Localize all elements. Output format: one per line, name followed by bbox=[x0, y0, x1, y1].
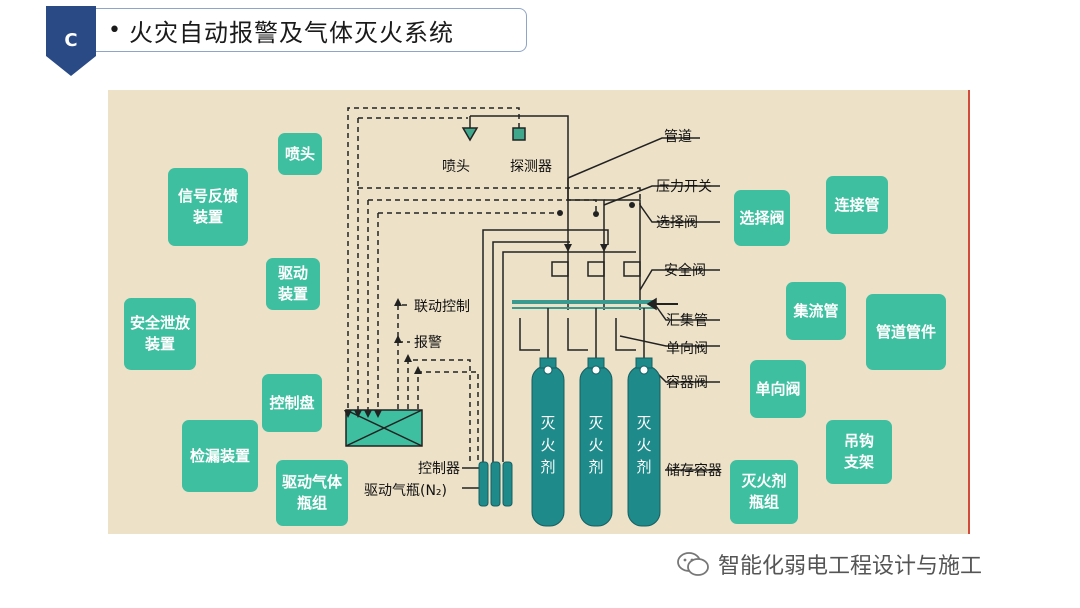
box-control-panel: 控制盘 bbox=[262, 374, 322, 432]
svg-text:C: C bbox=[64, 30, 77, 51]
box-agent-cylinder-group: 灭火剂瓶组 bbox=[730, 460, 798, 524]
label-controller: 控制器 bbox=[418, 461, 460, 477]
label-drive-cylinder: 驱动气瓶(N₂) bbox=[364, 483, 448, 499]
label-alarm: 报警 bbox=[414, 335, 442, 351]
label-selector-valve: 选择阀 bbox=[656, 215, 698, 231]
box-check-valve: 单向阀 bbox=[750, 360, 806, 418]
section-badge: C bbox=[46, 6, 96, 76]
box-drive-device: 驱动装置 bbox=[266, 258, 320, 310]
selector-valve-icon bbox=[551, 261, 569, 277]
cylinder-label-1: 灭火剂 bbox=[540, 414, 556, 476]
box-connecting-pipe: 连接管 bbox=[826, 176, 888, 234]
cylinder-label-2: 灭火剂 bbox=[588, 414, 604, 476]
label-storage-container: 储存容器 bbox=[666, 463, 722, 479]
panel-edge bbox=[968, 90, 970, 534]
label-container-valve: 容器阀 bbox=[666, 375, 708, 391]
label-linkage-control: 联动控制 bbox=[414, 299, 470, 315]
watermark: 智能化弱电工程设计与施工 bbox=[676, 548, 982, 580]
title-bullet: • bbox=[108, 17, 121, 43]
page-title: 火灾自动报警及气体灭火系统 bbox=[128, 18, 454, 47]
box-safety-relief: 安全泄放装置 bbox=[124, 298, 196, 370]
title-box: • 火灾自动报警及气体灭火系统 bbox=[96, 8, 527, 52]
nozzle-icon bbox=[461, 127, 479, 142]
watermark-text: 智能化弱电工程设计与施工 bbox=[718, 554, 983, 579]
label-pressure-switch: 压力开关 bbox=[656, 179, 712, 195]
label-nozzle: 喷头 bbox=[442, 159, 470, 175]
box-pipe-fittings: 管道管件 bbox=[866, 294, 946, 370]
box-drive-gas-group: 驱动气体瓶组 bbox=[276, 460, 348, 526]
box-selector-valve: 选择阀 bbox=[734, 190, 790, 246]
box-signal-feedback: 信号反馈装置 bbox=[168, 168, 248, 246]
box-leak-detection: 检漏装置 bbox=[182, 420, 258, 492]
label-detector: 探测器 bbox=[510, 159, 552, 175]
box-hook-bracket: 吊钩支架 bbox=[826, 420, 892, 484]
label-safety-valve: 安全阀 bbox=[664, 263, 706, 279]
box-manifold: 集流管 bbox=[786, 282, 846, 340]
wechat-icon bbox=[677, 552, 709, 576]
label-check-valve: 单向阀 bbox=[666, 341, 708, 357]
label-header-pipe: 汇集管 bbox=[666, 313, 708, 329]
drive-cylinder-icon bbox=[478, 461, 489, 507]
cylinder-label-3: 灭火剂 bbox=[636, 414, 652, 476]
box-nozzle: 喷头 bbox=[278, 133, 322, 175]
detector-icon bbox=[512, 127, 526, 141]
main-pipe bbox=[470, 115, 569, 245]
label-pipe: 管道 bbox=[664, 129, 692, 145]
